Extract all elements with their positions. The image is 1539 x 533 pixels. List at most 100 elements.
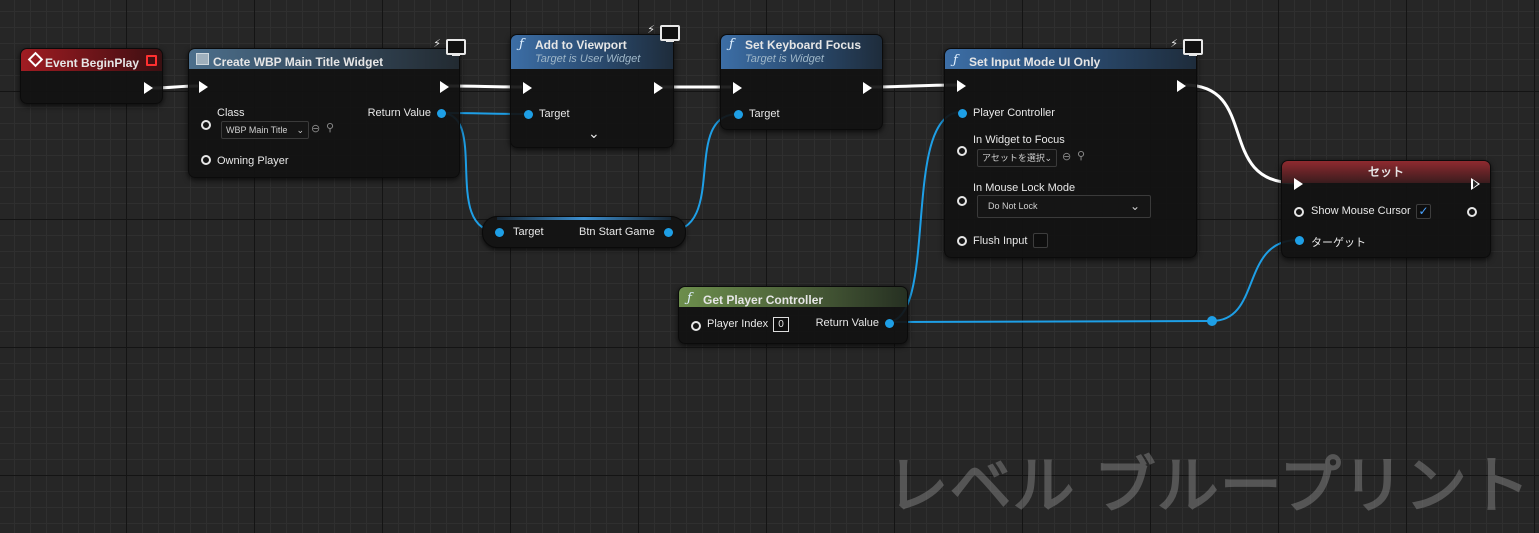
obj-wire-reroute-set bbox=[1211, 239, 1299, 322]
browse-search-icon[interactable]: ⚲ bbox=[326, 122, 335, 134]
exec-in-pin[interactable] bbox=[1294, 178, 1303, 190]
node-header[interactable]: ƒ Add to Viewport Target is User Widget bbox=[511, 35, 673, 69]
owning-player-label: Owning Player bbox=[217, 155, 289, 167]
exec-out-pin[interactable] bbox=[1177, 80, 1186, 92]
chevron-down-icon: ⌄ bbox=[1129, 199, 1140, 213]
node-header[interactable]: ƒ Get Player Controller bbox=[679, 287, 907, 307]
node-title: Event BeginPlay bbox=[45, 56, 140, 70]
widget-blueprint-icon bbox=[196, 53, 209, 65]
player-index-input[interactable]: 0 bbox=[773, 317, 789, 332]
exec-out-pin[interactable] bbox=[144, 82, 153, 94]
function-icon: ƒ bbox=[729, 37, 734, 52]
monitor-icon bbox=[1183, 39, 1203, 56]
use-selected-icon[interactable]: ⊖ bbox=[1062, 151, 1072, 163]
node-header[interactable]: セット bbox=[1282, 161, 1490, 183]
node-title: Set Input Mode UI Only bbox=[969, 55, 1101, 69]
exec-out-pin[interactable] bbox=[654, 82, 663, 94]
get-player-controller-node[interactable]: ƒ Get Player Controller Player Index 0 R… bbox=[678, 286, 908, 344]
btn-start-game-node[interactable]: Target Btn Start Game bbox=[482, 216, 686, 248]
exec-out-pin[interactable] bbox=[1471, 178, 1480, 190]
bolt-icon: ⚡ bbox=[1170, 38, 1178, 50]
target-label: Target bbox=[749, 108, 780, 120]
browse-search-icon[interactable]: ⚲ bbox=[1077, 150, 1086, 162]
set-input-mode-ui-only-node[interactable]: ƒ Set Input Mode UI Only ⚡ Player Contro… bbox=[944, 38, 1203, 258]
set-keyboard-focus-node[interactable]: ƒ Set Keyboard Focus Target is Widget Ta… bbox=[720, 34, 883, 130]
owning-player-pin[interactable] bbox=[201, 155, 211, 165]
create-widget-node[interactable]: Create WBP Main Title Widget ⚡ Class WBP… bbox=[188, 38, 466, 178]
target-pin[interactable] bbox=[734, 110, 743, 119]
node-subtitle: Target is User Widget bbox=[535, 53, 641, 65]
target-label: Target bbox=[539, 108, 570, 120]
event-beginplay-node[interactable]: Event BeginPlay bbox=[20, 48, 163, 104]
function-icon: ƒ bbox=[953, 53, 958, 68]
show-mouse-cursor-pin[interactable] bbox=[1294, 207, 1304, 217]
chevron-down-icon: ⌄ bbox=[1044, 153, 1052, 163]
monitor-icon bbox=[446, 39, 466, 56]
widget-to-focus-value: アセットを選択 bbox=[982, 153, 1045, 163]
node-title: Create WBP Main Title Widget bbox=[213, 55, 384, 69]
target-pin[interactable] bbox=[1295, 236, 1304, 245]
node-subtitle: Target is Widget bbox=[745, 53, 824, 65]
flush-input-pin[interactable] bbox=[957, 236, 967, 246]
return-value-pin[interactable] bbox=[437, 109, 446, 118]
exec-wire-input-set bbox=[1184, 83, 1296, 185]
flush-input-label: Flush Input bbox=[973, 235, 1028, 247]
target-label: Target bbox=[513, 226, 544, 238]
mouse-lock-mode-dropdown[interactable]: Do Not Lock ⌄ bbox=[977, 195, 1151, 218]
show-mouse-cursor-label: Show Mouse Cursor bbox=[1311, 205, 1411, 217]
flush-input-checkbox[interactable] bbox=[1033, 233, 1048, 248]
bolt-icon: ⚡ bbox=[647, 24, 655, 36]
node-header[interactable]: ƒ Set Input Mode UI Only bbox=[945, 49, 1196, 69]
bolt-icon: ⚡ bbox=[433, 38, 441, 50]
class-value: WBP Main Title bbox=[226, 125, 288, 135]
function-icon: ƒ bbox=[519, 37, 524, 52]
widget-to-focus-dropdown[interactable]: アセットを選択⌄ bbox=[977, 149, 1057, 167]
event-diamond-icon bbox=[27, 51, 44, 68]
use-selected-icon[interactable]: ⊖ bbox=[311, 123, 321, 135]
node-header[interactable]: Create WBP Main Title Widget bbox=[189, 49, 459, 69]
class-dropdown[interactable]: WBP Main Title⌄ bbox=[221, 121, 309, 139]
obj-wire-pc-reroute bbox=[886, 320, 1213, 323]
return-value-label: Return Value bbox=[815, 317, 879, 329]
return-value-label: Return Value bbox=[367, 107, 431, 119]
mouse-lock-mode-pin[interactable] bbox=[957, 196, 967, 206]
mouse-lock-mode-label: In Mouse Lock Mode bbox=[973, 182, 1076, 194]
widget-to-focus-label: In Widget to Focus bbox=[973, 134, 1065, 146]
exec-out-pin[interactable] bbox=[440, 81, 449, 93]
exec-in-pin[interactable] bbox=[199, 81, 208, 93]
show-mouse-cursor-checkbox[interactable]: ✓ bbox=[1416, 204, 1431, 219]
player-index-label: Player Index bbox=[707, 318, 769, 330]
player-controller-pin[interactable] bbox=[958, 109, 967, 118]
target-label: ターゲット bbox=[1311, 237, 1366, 249]
node-header[interactable]: Event BeginPlay bbox=[21, 49, 162, 71]
node-header[interactable]: ƒ Set Keyboard Focus Target is Widget bbox=[721, 35, 882, 69]
player-index-pin[interactable] bbox=[691, 321, 701, 331]
target-pin[interactable] bbox=[495, 228, 504, 237]
player-controller-label: Player Controller bbox=[973, 107, 1055, 119]
set-show-mouse-cursor-node[interactable]: セット Show Mouse Cursor ✓ ターゲット bbox=[1281, 160, 1491, 258]
btn-start-game-pin[interactable] bbox=[664, 228, 673, 237]
add-to-viewport-node[interactable]: ƒ Add to Viewport Target is User Widget … bbox=[510, 24, 680, 148]
exec-in-pin[interactable] bbox=[523, 82, 532, 94]
obj-wire-btn-focus-target bbox=[665, 113, 739, 233]
node-title: Set Keyboard Focus bbox=[745, 38, 862, 52]
return-value-pin[interactable] bbox=[885, 319, 894, 328]
exec-in-pin[interactable] bbox=[733, 82, 742, 94]
monitor-icon bbox=[660, 25, 680, 42]
stop-icon bbox=[146, 55, 157, 66]
node-title: Add to Viewport bbox=[535, 38, 627, 52]
reroute-knot[interactable] bbox=[1207, 316, 1217, 326]
level-blueprint-watermark: レベル ブループリント bbox=[886, 452, 1531, 521]
function-icon: ƒ bbox=[687, 291, 692, 306]
target-pin[interactable] bbox=[524, 110, 533, 119]
exec-in-pin[interactable] bbox=[957, 80, 966, 92]
btn-start-game-label: Btn Start Game bbox=[579, 226, 655, 238]
mouse-lock-mode-value: Do Not Lock bbox=[988, 201, 1038, 211]
exec-out-pin[interactable] bbox=[863, 82, 872, 94]
expand-advanced-icon[interactable]: ⌄ bbox=[588, 125, 600, 141]
node-title: セット bbox=[1367, 165, 1404, 179]
node-title: Get Player Controller bbox=[703, 293, 824, 307]
show-mouse-cursor-out-pin[interactable] bbox=[1467, 207, 1477, 217]
class-pin[interactable] bbox=[201, 120, 211, 130]
widget-to-focus-pin[interactable] bbox=[957, 146, 967, 156]
